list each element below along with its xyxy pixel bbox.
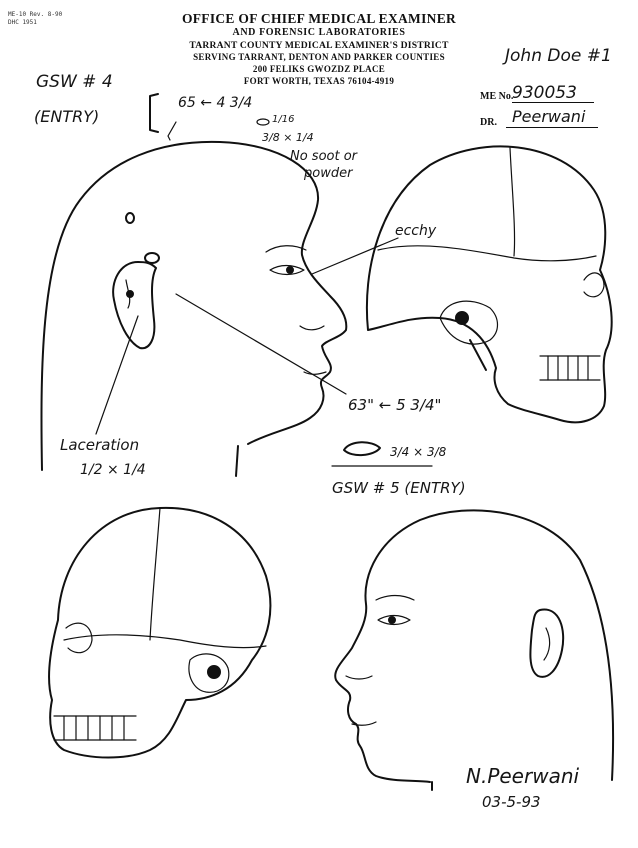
- gsw4-size1: 1/16: [272, 114, 295, 125]
- gsw4-position: 65 ← 4 3/4: [178, 95, 253, 111]
- doctor-name: Peerwani: [512, 107, 586, 126]
- laceration-label: Laceration: [60, 436, 140, 454]
- form-code: ME-10 Rev. 8-90 DHC 1951: [8, 11, 62, 27]
- header-counties: SERVING TARRANT, DENTON AND PARKER COUNT…: [193, 52, 445, 62]
- gsw4-label: GSW # 4: [36, 72, 113, 92]
- signature-date: 03-5-93: [482, 793, 541, 811]
- gsw4-size2: 3/8 × 1/4: [262, 131, 314, 144]
- header-subtitle: AND FORENSIC LABORATORIES: [232, 27, 406, 38]
- no-soot-line1: No soot or: [290, 149, 358, 164]
- gsw5-leader: [175, 293, 347, 395]
- gsw5-position: 63" ← 5 3/4": [348, 396, 442, 414]
- gsw4-pointer: [167, 121, 177, 141]
- case-name: John Doe #1: [505, 46, 612, 66]
- form-code-line2: DHC 1951: [8, 19, 37, 26]
- head-right-profile: [40, 140, 348, 477]
- no-soot-line2: powder: [304, 166, 353, 181]
- gsw4-wound-sketch: [256, 118, 270, 126]
- ecchy-leader: [311, 237, 399, 275]
- gsw4-bracket: [149, 93, 159, 133]
- header-city: FORT WORTH, TEXAS 76104-4919: [243, 76, 395, 86]
- dr-label: DR.: [480, 117, 497, 128]
- examiner-signature: N.Peerwani: [466, 764, 580, 788]
- dr-underline: [506, 127, 598, 128]
- ecchy-note: ecchy: [395, 223, 437, 239]
- skull-left: [48, 506, 272, 759]
- me-underline: [512, 102, 594, 103]
- head-left-profile: [334, 509, 615, 791]
- gsw4-entry: (ENTRY): [34, 107, 100, 126]
- gsw5-size: 3/4 × 3/8: [390, 445, 447, 459]
- gsw5-label: GSW # 5 (ENTRY): [332, 479, 466, 497]
- me-label: ME No.: [480, 91, 514, 102]
- gsw5-wound-sketch: [343, 441, 381, 456]
- form-code-line1: ME-10 Rev. 8-90: [8, 11, 63, 18]
- header-address: 200 FELIKS GWOZDZ PLACE: [252, 64, 386, 74]
- skull-right: [365, 145, 613, 424]
- header-district: TARRANT COUNTY MEDICAL EXAMINER'S DISTRI…: [189, 40, 449, 51]
- me-number: 930053: [512, 83, 577, 103]
- header-title: OFFICE OF CHIEF MEDICAL EXAMINER: [181, 11, 457, 26]
- laceration-size: 1/2 × 1/4: [80, 462, 146, 478]
- laceration-leader: [95, 315, 139, 435]
